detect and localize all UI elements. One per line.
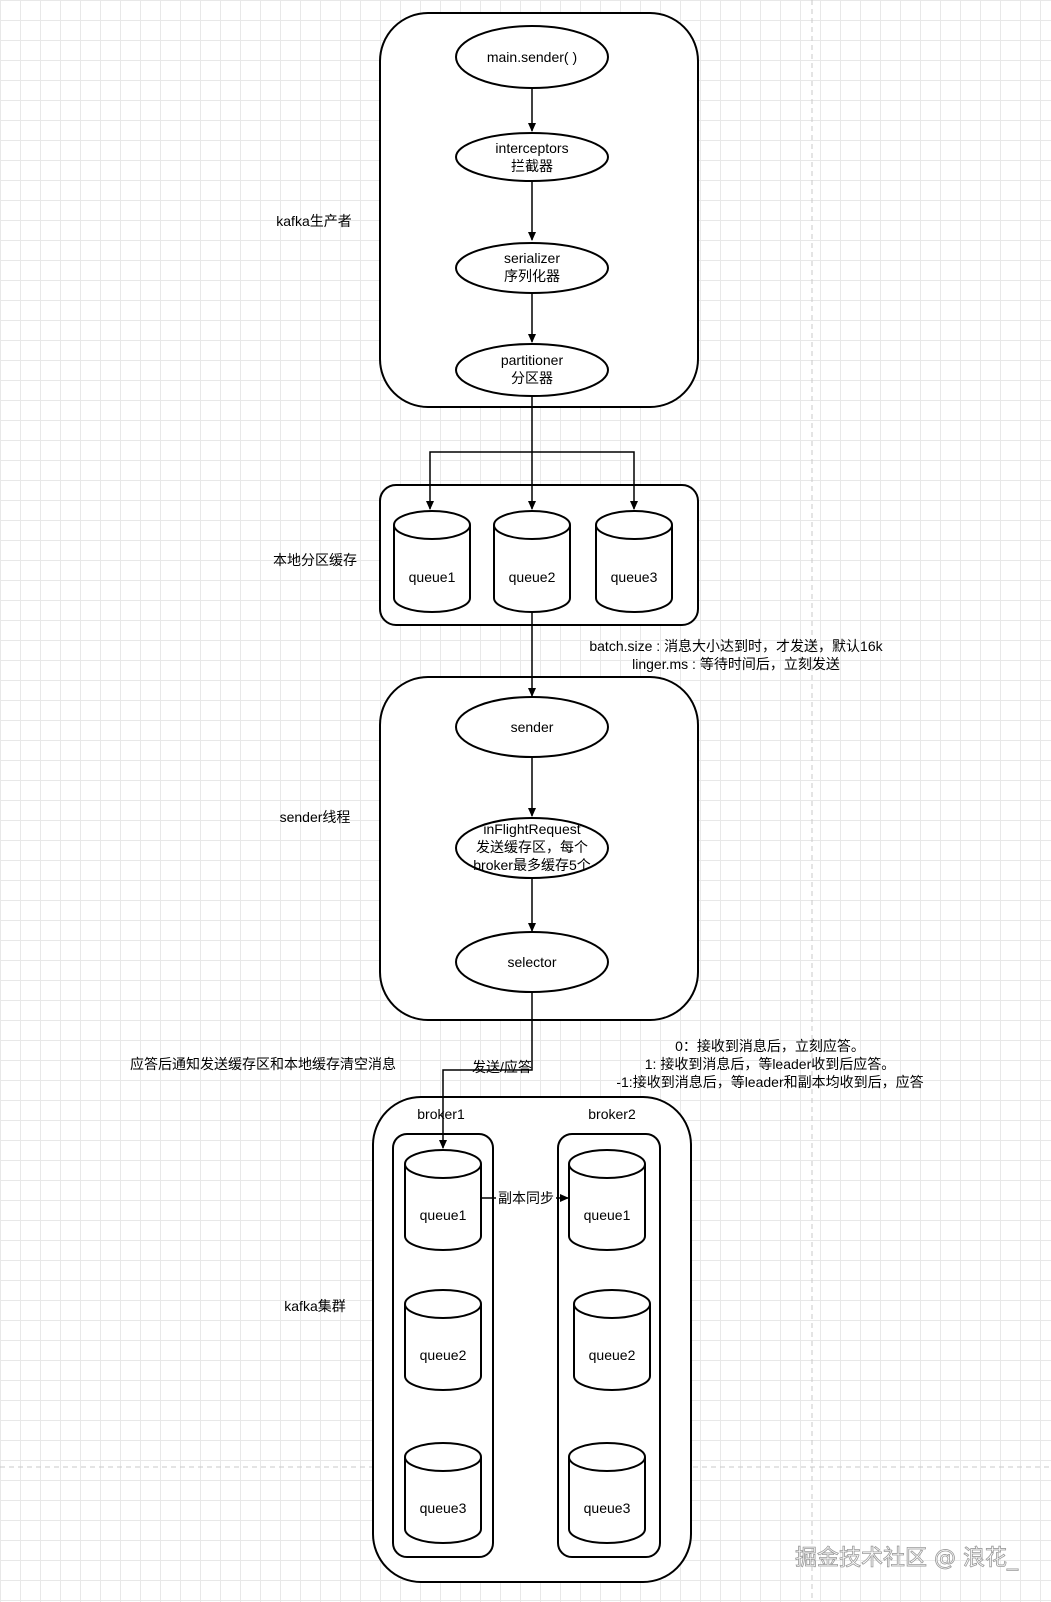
- serializer-node[interactable]: serializer 序列化器: [455, 242, 609, 294]
- ack-notify-note: 应答后通知发送缓存区和本地缓存清空消息: [130, 1056, 396, 1072]
- broker2-queue1-cylinder[interactable]: queue1: [568, 1149, 646, 1251]
- cache-queue3-label: queue3: [611, 569, 658, 585]
- inflight-label: inFlightRequest: [483, 821, 580, 837]
- partitioner-node[interactable]: partitioner 分区器: [455, 343, 609, 397]
- main-sender-label: main.sender( ): [487, 49, 577, 65]
- broker1-queue3-label: queue3: [420, 1500, 467, 1516]
- batch-size-note: batch.size : 消息大小达到时，才发送，默认16k: [589, 638, 883, 654]
- broker1-queue1-cylinder[interactable]: queue1: [404, 1149, 482, 1251]
- sender-group-label: sender线程: [280, 809, 351, 825]
- selector-node[interactable]: selector: [455, 931, 609, 993]
- inflight-sublabel-2: broker最多缓存5个: [473, 857, 590, 873]
- edge-partitioner-to-queue1: [426, 451, 532, 510]
- serializer-sublabel: 序列化器: [504, 268, 560, 284]
- broker1-queue2-cylinder[interactable]: queue2: [404, 1289, 482, 1391]
- partitioner-label: partitioner: [501, 352, 564, 368]
- broker1-queue3-cylinder[interactable]: queue3: [404, 1442, 482, 1544]
- broker2-queue2-cylinder[interactable]: queue2: [573, 1289, 651, 1391]
- serializer-label: serializer: [504, 250, 560, 266]
- broker2-queue3-label: queue3: [584, 1500, 631, 1516]
- producer-container[interactable]: [379, 12, 699, 408]
- edge-selector-to-broker1: [439, 992, 533, 1149]
- edge-partitioner-to-queue3: [532, 451, 638, 510]
- inflight-sublabel-1: 发送缓存区，每个: [476, 839, 588, 855]
- interceptors-sublabel: 拦截器: [511, 158, 553, 174]
- sender-label: sender: [511, 719, 554, 735]
- broker2-queue2-label: queue2: [589, 1347, 636, 1363]
- broker2-title: broker2: [588, 1106, 636, 1122]
- cache-queue1-cylinder[interactable]: queue1: [393, 510, 471, 613]
- main-sender-node[interactable]: main.sender( ): [455, 25, 609, 89]
- cache-queue2-cylinder[interactable]: queue2: [493, 510, 571, 613]
- send-ack-label: 发送/应答: [472, 1059, 532, 1075]
- producer-group-label: kafka生产者: [276, 213, 351, 229]
- watermark: 掘金技术社区 @ 浪花_: [795, 1546, 1019, 1571]
- interceptors-label: interceptors: [495, 140, 568, 156]
- inflight-request-node[interactable]: inFlightRequest 发送缓存区，每个 broker最多缓存5个: [455, 817, 609, 879]
- broker1-title: broker1: [417, 1106, 465, 1122]
- acks-note-1: 1: 接收到消息后，等leader收到后应答。: [645, 1056, 895, 1072]
- cache-queue3-cylinder[interactable]: queue3: [595, 510, 673, 613]
- partitioner-sublabel: 分区器: [511, 370, 553, 386]
- cache-queue1-label: queue1: [409, 569, 456, 585]
- linger-ms-note: linger.ms : 等待时间后，立刻发送: [632, 656, 840, 672]
- interceptors-node[interactable]: interceptors 拦截器: [455, 132, 609, 182]
- broker1-queue2-label: queue2: [420, 1347, 467, 1363]
- broker1-queue1-label: queue1: [420, 1207, 467, 1223]
- replica-sync-label: 副本同步: [498, 1190, 554, 1206]
- sender-node[interactable]: sender: [455, 696, 609, 758]
- acks-note-0: 0：接收到消息后，立刻应答。: [675, 1038, 865, 1054]
- broker2-queue1-label: queue1: [584, 1207, 631, 1223]
- cache-queue2-label: queue2: [509, 569, 556, 585]
- cache-group-label: 本地分区缓存: [273, 552, 357, 568]
- acks-note-minus1: -1:接收到消息后，等leader和副本均收到后，应答: [616, 1074, 923, 1090]
- broker2-queue3-cylinder[interactable]: queue3: [568, 1442, 646, 1544]
- selector-label: selector: [507, 954, 556, 970]
- cluster-group-label: kafka集群: [284, 1298, 345, 1314]
- replica-sync-label-bg: [496, 1189, 556, 1207]
